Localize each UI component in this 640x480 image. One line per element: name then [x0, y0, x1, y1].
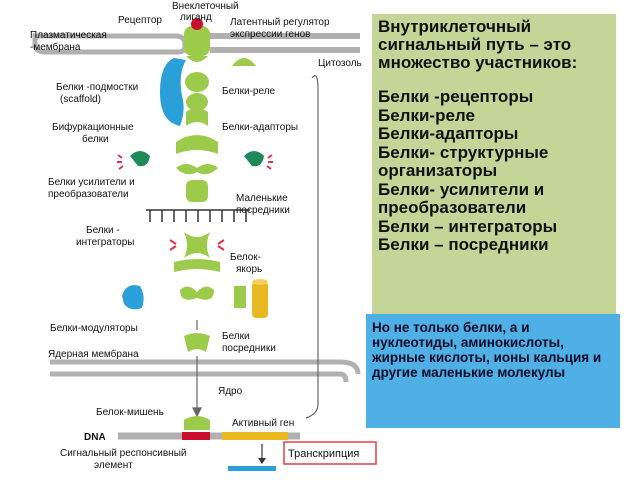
label-ligand-2: лиганд [180, 12, 212, 23]
label-mediators-2: посредники [222, 343, 276, 354]
list-item: Белки -рецепторы [378, 87, 534, 106]
bifurcation-proteins [117, 151, 273, 175]
label-active-gene: Активный ген [232, 418, 294, 429]
adapter-protein [176, 135, 218, 154]
participants-list: Белки -рецепторы Белки-реле Белки-адапто… [378, 87, 610, 255]
label-latent-regulator: Латентный регулятор [230, 17, 330, 28]
participants-summary-box: Внутриклеточный сигнальный путь – это мн… [372, 14, 616, 316]
label-mediators: Белки [222, 331, 250, 342]
label-small-mediators-2: посредники [236, 205, 290, 216]
target-protein [184, 416, 210, 430]
label-small-mediators: Маленькие [236, 193, 288, 204]
label-bifurcation: Бифуркационные [52, 121, 134, 133]
latent-regulator-protein [232, 58, 256, 66]
list-item: Белки- структурные организаторы [378, 142, 549, 180]
label-plasma-membrane-2: -мембрана [30, 41, 81, 53]
relay-protein [185, 72, 209, 126]
rna-transcript [228, 466, 276, 471]
label-cytosol: Цитозоль [318, 58, 362, 69]
plasma-membrane [32, 33, 360, 55]
label-bifurcation-2: белки [82, 133, 109, 145]
label-amplifiers: Белки усилители и [48, 177, 135, 188]
label-nuclear-membrane: Ядерная мембрана [48, 348, 139, 360]
label-plasma-membrane: Плазматическая [30, 30, 107, 41]
list-item: Белки- усилители и преобразователи [378, 179, 545, 217]
summary-title: Внутриклеточный сигнальный путь – это мн… [378, 17, 578, 72]
pathway-arrows [192, 75, 319, 419]
label-receptor: Рецептор [118, 15, 162, 26]
list-item: Белки-адапторы [378, 124, 519, 143]
label-modulators: Белки-модуляторы [50, 323, 138, 334]
label-nucleus: Ядро [218, 386, 243, 397]
anchor-protein [180, 279, 268, 318]
list-item: Белки-реле [378, 105, 475, 125]
integrator-protein [169, 232, 225, 272]
scaffold-protein [160, 58, 186, 126]
label-scaffold-2: (scaffold) [60, 94, 101, 105]
label-latent-regulator-2: экспрессии генов [230, 29, 310, 40]
dna-strand [118, 432, 300, 471]
label-relay: Белки-реле [222, 86, 276, 97]
small-mediators [146, 209, 250, 222]
nuclear-membrane [50, 359, 361, 383]
small-molecules-note: Но не только белки, а и нуклеотиды, амин… [372, 320, 602, 380]
list-item: Белки – посредники [378, 235, 549, 254]
label-anchor: Белок- [230, 252, 261, 263]
ligand-dot [191, 18, 203, 30]
amplifier-protein [186, 180, 208, 202]
transcription-label-box [283, 441, 377, 465]
label-integrators-2: интеграторы [76, 237, 134, 248]
label-amplifiers-2: преобразователи [48, 188, 129, 200]
label-anchor-2: якорь [236, 264, 262, 275]
list-item: Белки – интеграторы [378, 216, 558, 236]
mediator-protein [184, 333, 210, 352]
label-target-protein: Белок-мишень [96, 407, 164, 418]
label-dna: DNA [84, 432, 106, 443]
modulator-protein [122, 285, 144, 310]
label-response-element: Сигнальный респонсивный [60, 448, 186, 459]
label-integrators: Белки - [86, 225, 120, 236]
label-ligand: Внеклеточный [172, 1, 239, 12]
receptor-protein [184, 18, 210, 62]
label-response-element-2: элемент [94, 460, 133, 471]
small-molecules-note-box: Но не только белки, а и нуклеотиды, амин… [366, 314, 620, 428]
label-scaffold: Белки -подмостки [56, 82, 138, 93]
label-transcription: Транскрипция [288, 448, 359, 460]
label-adapters: Белки-адапторы [222, 122, 298, 133]
